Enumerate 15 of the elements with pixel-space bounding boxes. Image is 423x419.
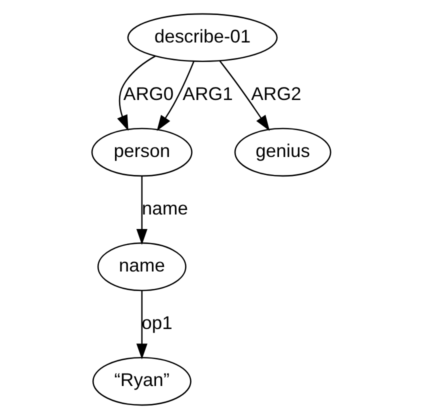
node-ellipse: describe-01 <box>127 13 278 62</box>
arrow <box>156 61 194 132</box>
node-ellipse: genius <box>234 128 332 177</box>
arrow <box>136 290 148 360</box>
node-ellipse: name <box>97 242 186 292</box>
edge-label: ARG0 <box>123 82 174 104</box>
node-ellipse: person <box>91 128 192 177</box>
edge-label: name <box>142 197 188 218</box>
edge-label: ARG1 <box>182 82 233 104</box>
arrow <box>136 176 148 245</box>
arrow <box>117 56 156 131</box>
node-ellipse: “Ryan” <box>92 356 192 406</box>
edge-label: op1 <box>142 312 172 333</box>
edge-label: ARG2 <box>251 82 302 104</box>
arrow <box>219 60 270 131</box>
